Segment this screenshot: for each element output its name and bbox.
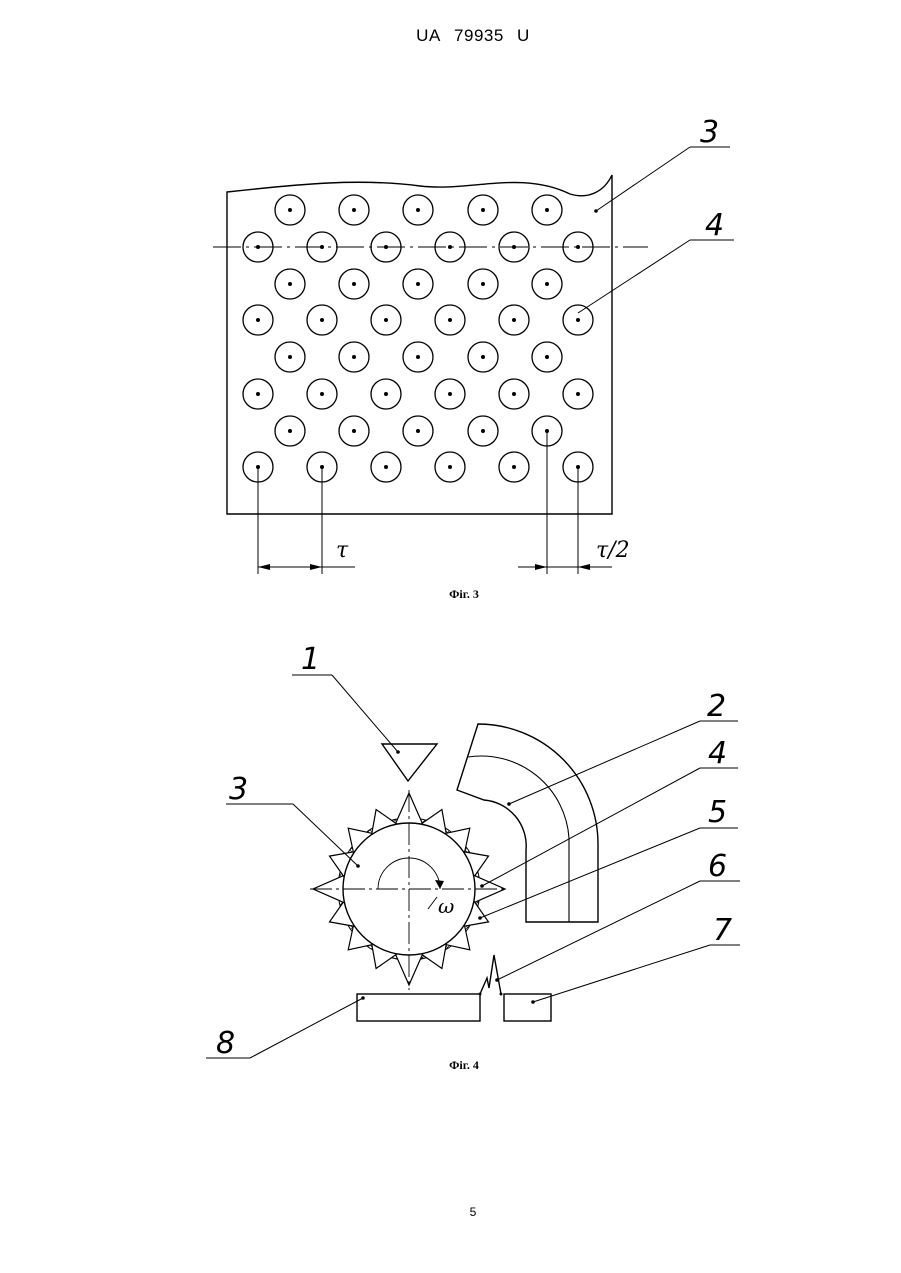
omega-symbol: ω: [438, 894, 454, 918]
label-8: 8: [216, 1026, 235, 1061]
label-6: 6: [708, 849, 727, 884]
figure-3-caption: Фіг. 3: [414, 587, 514, 602]
label-5: 5: [708, 795, 727, 830]
label-3: 3: [229, 772, 248, 807]
tray-8: [357, 994, 480, 1021]
hopper: [382, 744, 437, 781]
separator-6: [480, 955, 501, 994]
label-2: 2: [707, 689, 726, 724]
label-7: 7: [713, 913, 732, 948]
figure-4-caption: Фіг. 4: [414, 1058, 514, 1073]
label-4: 4: [708, 736, 727, 771]
label-1: 1: [301, 642, 320, 677]
page-number: 5: [423, 1205, 523, 1219]
